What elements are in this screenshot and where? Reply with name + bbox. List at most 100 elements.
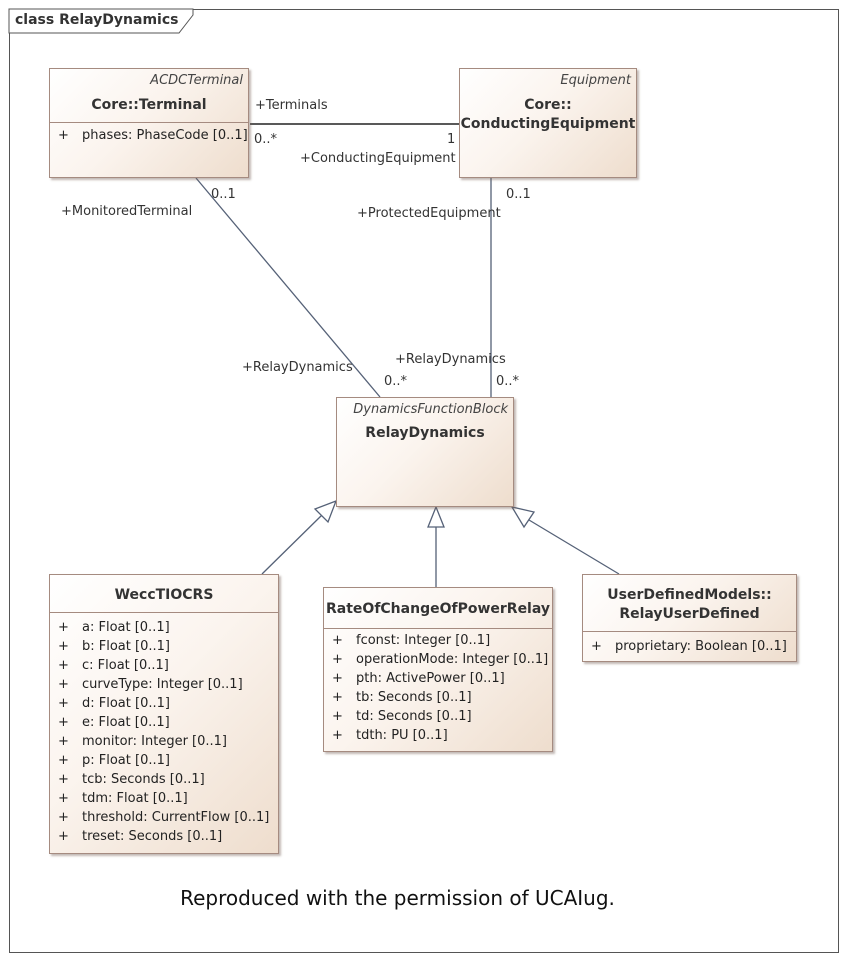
role-protected-equipment: +ProtectedEquipment [357,206,501,221]
frame-title: class RelayDynamics [15,13,179,28]
attribute-row: + c: Float [0..1] [50,656,278,675]
visibility-marker: + [332,690,343,705]
attribute-row: + a: Float [0..1] [50,618,278,637]
attribute-text: td: Seconds [0..1] [356,709,472,724]
visibility-marker: + [332,671,343,686]
visibility-marker: + [58,658,69,673]
attribute-row: + e: Float [0..1] [50,713,278,732]
class-relay-user-defined[interactable]: UserDefinedModels:: RelayUserDefined + pr… [582,574,797,662]
class-name: Core::Terminal [91,97,207,113]
visibility-marker: + [58,696,69,711]
compartment-divider [50,122,248,123]
attribute-row: +operationMode: Integer [0..1] [324,650,552,669]
multiplicity-equipment: 1 [447,132,456,147]
class-core-terminal[interactable]: ACDCTerminal Core::Terminal + phases: Pha… [49,68,249,178]
visibility-marker: + [332,709,343,724]
attribute-row: + d: Float [0..1] [50,694,278,713]
class-name-line1: UserDefinedModels:: [607,587,772,603]
attribute-text: p: Float [0..1] [82,753,170,768]
multiplicity-relay-dynamics-monitored: 0..* [384,374,408,389]
stereotype-label: DynamicsFunctionBlock [353,402,508,417]
visibility-marker: + [591,639,602,654]
attribute-list: + fconst: Integer [0..1] +operationMode: … [324,631,552,745]
attribute-row: + td: Seconds [0..1] [324,707,552,726]
role-relay-dynamics-protected: +RelayDynamics [395,352,506,367]
frame-tab [8,8,194,34]
visibility-marker: + [58,734,69,749]
attribute-text: tdm: Float [0..1] [82,791,188,806]
attribute-text: curveType: Integer [0..1] [82,677,243,692]
class-name-line2: ConductingEquipment [460,116,636,132]
attribute-text: b: Float [0..1] [82,639,170,654]
attribute-row: + tcb: Seconds [0..1] [50,770,278,789]
generalization-wecc [261,514,323,575]
assoc-terminal-relay [195,177,381,398]
class-name: RelayDynamics [365,425,485,441]
visibility-marker: + [58,677,69,692]
attribute-text: tcb: Seconds [0..1] [82,772,205,787]
generalization-user-defined [528,519,620,575]
frame-keyword: class [15,12,55,28]
attribute-text: pth: ActivePower [0..1] [356,671,505,686]
compartment-divider [583,631,796,632]
class-name: WeccTIOCRS [114,587,214,603]
attribute-row: + threshold: CurrentFlow [0..1] [50,808,278,827]
class-core-conducting-equipment[interactable]: Equipment Core:: ConductingEquipment [459,68,637,178]
attribute-list: + a: Float [0..1] + b: Float [0..1] + c: Fl… [50,618,278,846]
stereotype-label: ACDCTerminal [150,73,243,88]
attribute-text: threshold: CurrentFlow [0..1] [82,810,270,825]
generalization-arrow-rocof [427,505,445,528]
diagram-frame [9,9,839,953]
generalization-arrow-wecc [313,499,338,524]
attribute-text: fconst: Integer [0..1] [356,633,491,648]
permission-caption: Reproduced with the permission of UCAIug… [180,886,615,910]
frame-name: RelayDynamics [59,12,179,28]
visibility-marker: + [58,772,69,787]
visibility-marker: + [58,753,69,768]
attribute-text: proprietary: Boolean [0..1] [615,639,787,654]
visibility-marker: + [58,639,69,654]
attribute-row: + pth: ActivePower [0..1] [324,669,552,688]
attribute-row: +treset: Seconds [0..1] [50,827,278,846]
visibility-marker: + [58,715,69,730]
visibility-marker: + [332,633,343,648]
visibility-marker: + [58,829,69,844]
class-name-line2: RelayUserDefined [619,606,760,622]
class-rate-of-change-of-power-relay[interactable]: RateOfChangeOfPowerRelay +fconst: Intege… [323,587,553,752]
attribute-row: + monitor: Integer [0..1] [50,732,278,751]
attribute-text: d: Float [0..1] [82,696,170,711]
visibility-marker: + [332,652,343,667]
role-conducting-equipment: +ConductingEquipment [300,151,456,166]
multiplicity-protected-equipment: 0..1 [506,187,531,202]
attribute-row: + phases: PhaseCode [0..1] [50,126,248,145]
attribute-row: + tb: Seconds [0..1] [324,688,552,707]
visibility-marker: + [58,620,69,635]
visibility-marker: + [332,728,343,743]
attribute-row: +tdth: PU [0..1] [324,726,552,745]
multiplicity-terminals: 0..* [254,132,278,147]
attribute-text: c: Float [0..1] [82,658,169,673]
class-name-line1: Core:: [524,97,572,113]
compartment-divider [324,628,552,629]
class-wecc-tiocrs[interactable]: WeccTIOCRS + a: Float [0..1] + b: Float [0… [49,574,279,854]
attribute-text: e: Float [0..1] [82,715,170,730]
attribute-text: phases: PhaseCode [0..1] [82,128,248,143]
multiplicity-monitored-terminal: 0..1 [211,187,236,202]
visibility-marker: + [58,810,69,825]
class-relay-dynamics[interactable]: DynamicsFunctionBlock RelayDynamics [336,397,514,507]
attribute-text: a: Float [0..1] [82,620,170,635]
attribute-row: + b: Float [0..1] [50,637,278,656]
attribute-list: + phases: PhaseCode [0..1] [50,126,248,145]
attribute-row: + proprietary: Boolean [0..1] [583,637,796,656]
attribute-text: tb: Seconds [0..1] [356,690,472,705]
compartment-divider [50,612,278,613]
visibility-marker: + [58,128,69,143]
attribute-row: + fconst: Integer [0..1] [324,631,552,650]
generalization-arrow-user-defined [510,506,536,529]
attribute-text: monitor: Integer [0..1] [82,734,227,749]
attribute-row: +tdm: Float [0..1] [50,789,278,808]
attribute-row: + curveType: Integer [0..1] [50,675,278,694]
stereotype-label: Equipment [560,73,631,88]
attribute-list: + proprietary: Boolean [0..1] [583,637,796,656]
